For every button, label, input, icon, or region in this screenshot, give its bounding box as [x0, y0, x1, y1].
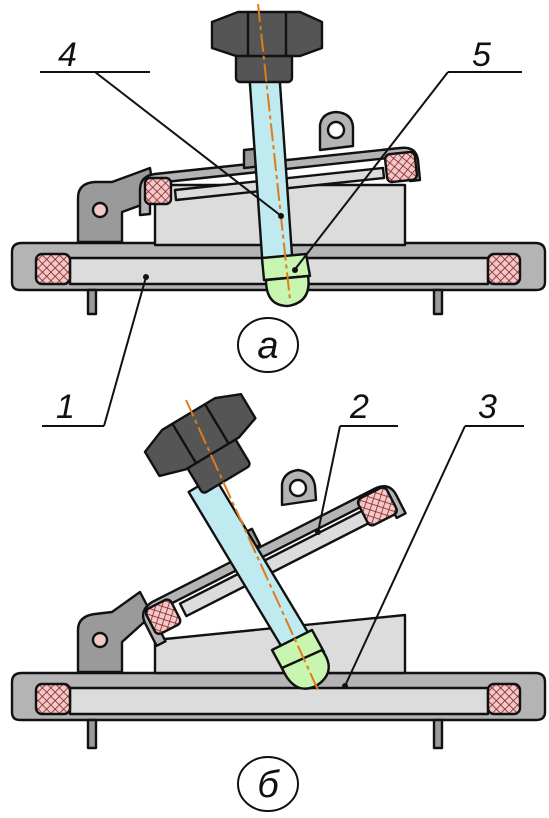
- screw-assembly-a: [210, 3, 324, 308]
- callout-5: 5: [292, 36, 522, 273]
- ear-b: [280, 468, 318, 507]
- callout-label-2: 2: [349, 388, 369, 426]
- caption-b-label: б: [257, 764, 280, 806]
- callout-label-1: 1: [56, 388, 75, 426]
- callout-label-5: 5: [472, 36, 491, 74]
- view-a: 4 5 1 а: [10, 3, 547, 427]
- caption-a-label: а: [257, 325, 278, 367]
- callout-label-4: 4: [58, 36, 77, 74]
- caption-b: б: [237, 756, 299, 812]
- caption-a: а: [237, 317, 299, 373]
- lever-plate-b: [141, 485, 407, 648]
- hinge-bracket-b: [76, 590, 154, 674]
- callout-label-3: 3: [478, 388, 497, 426]
- screw-assembly-b: [143, 393, 330, 691]
- callout-2: 2: [315, 388, 398, 535]
- base-frame-b: [10, 671, 547, 750]
- callout-4: 4: [40, 36, 284, 219]
- callout-1: 1: [42, 274, 149, 427]
- view-b: 2 3 б: [10, 388, 547, 812]
- callout-3: 3: [342, 388, 524, 689]
